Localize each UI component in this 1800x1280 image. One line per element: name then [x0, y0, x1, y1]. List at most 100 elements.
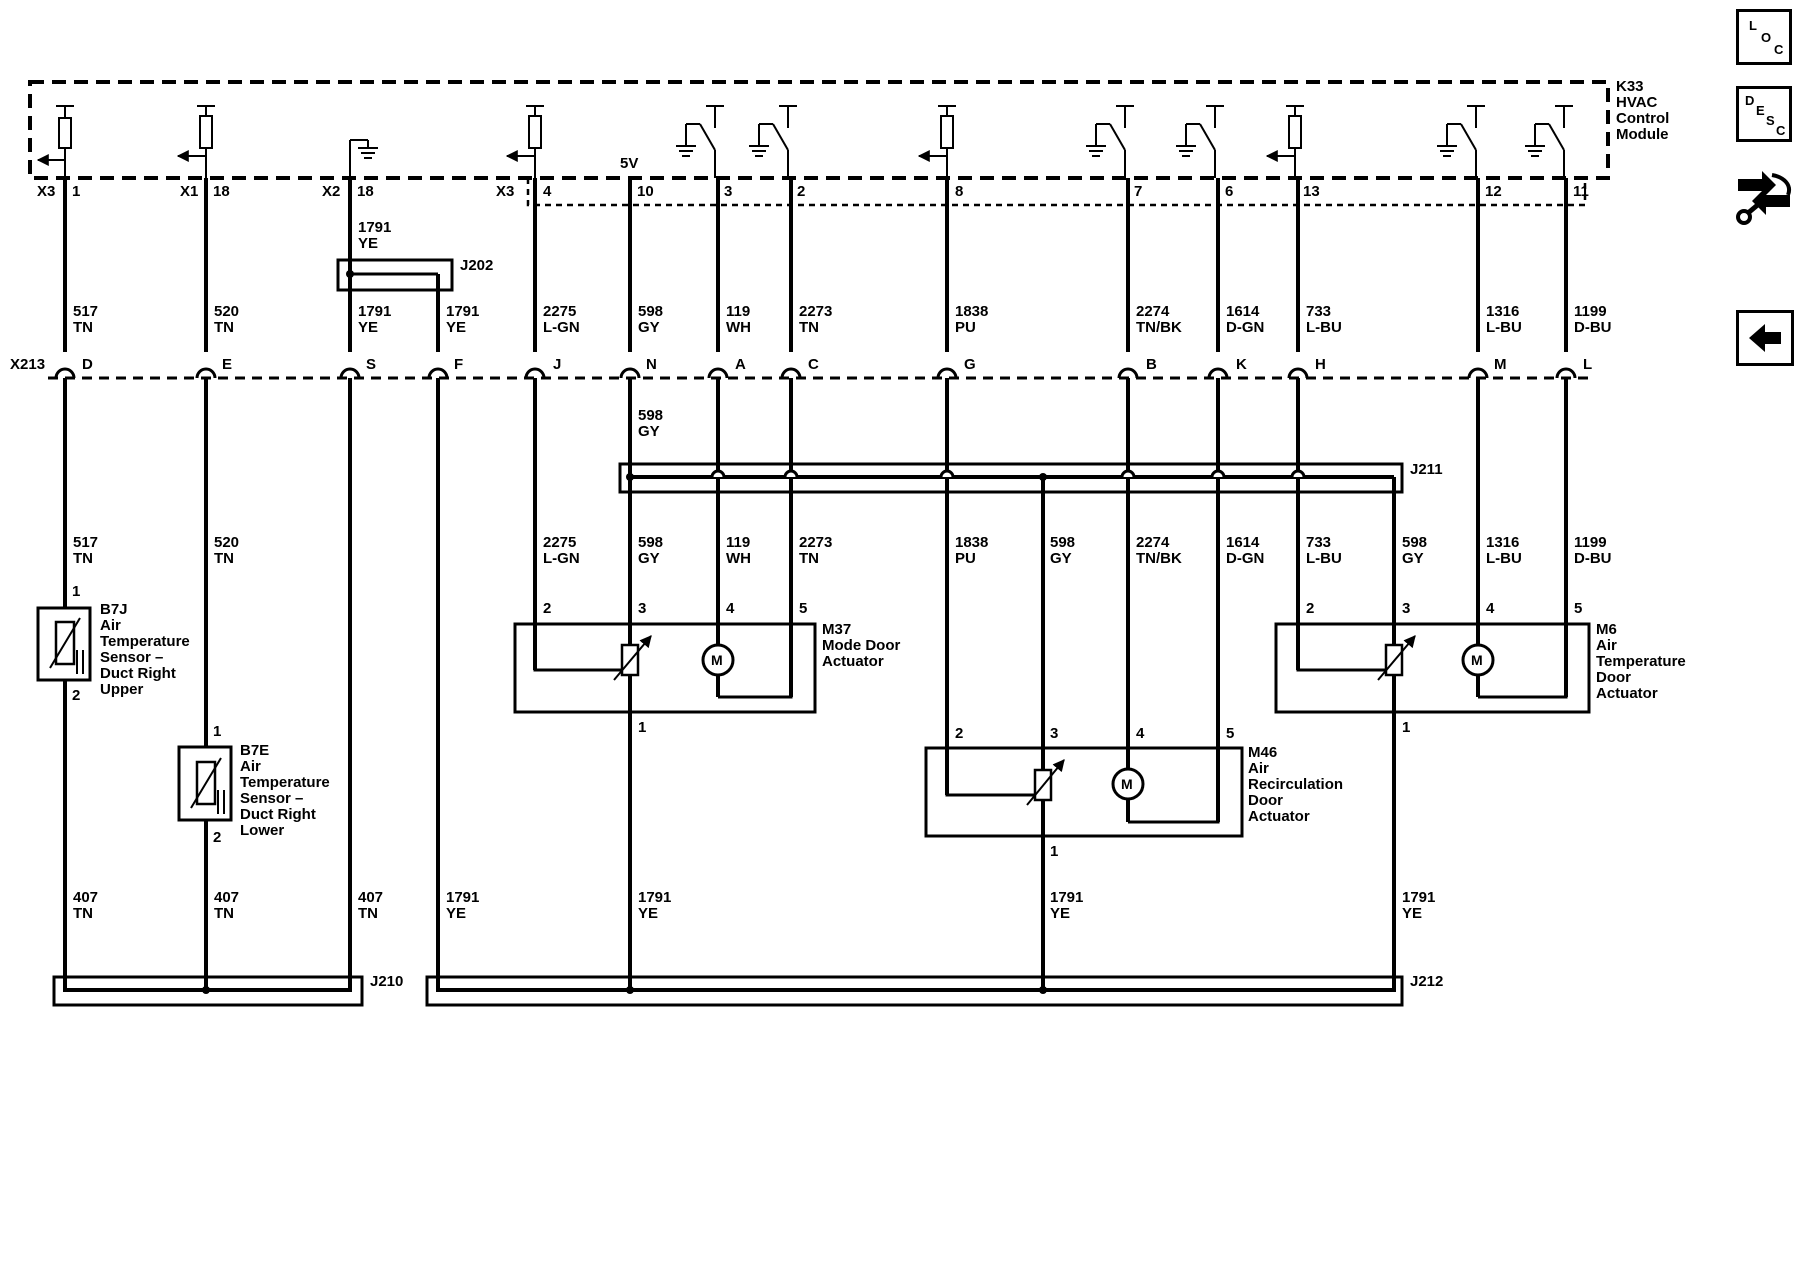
actuator-m37: M 2 3 4 5 1 M37 Mode Door Actuator [513, 600, 900, 736]
svg-text:119: 119 [726, 534, 750, 551]
svg-text:407: 407 [358, 889, 383, 906]
splice-j202: J202 [336, 257, 493, 292]
svg-text:598: 598 [638, 534, 663, 551]
wires [63, 178, 1568, 992]
svg-text:3: 3 [724, 183, 732, 200]
svg-text:733: 733 [1306, 534, 1331, 551]
actuator-m6: M 2 3 4 5 1 M6 Air Temperature Door Actu… [1274, 600, 1686, 736]
svg-text:Duct Right: Duct Right [240, 806, 316, 823]
svg-text:1199: 1199 [1574, 534, 1607, 551]
svg-text:1838: 1838 [955, 303, 988, 320]
svg-text:L-GN: L-GN [543, 550, 580, 567]
svg-text:Lower: Lower [240, 822, 284, 839]
svg-text:Actuator: Actuator [822, 653, 884, 670]
svg-text:1: 1 [213, 723, 221, 740]
svg-text:PU: PU [955, 319, 976, 336]
svg-text:GY: GY [638, 319, 660, 336]
svg-text:E: E [222, 356, 232, 373]
desc-letter-s: S [1766, 113, 1775, 128]
svg-text:L: L [1583, 356, 1592, 373]
svg-text:4: 4 [543, 183, 552, 200]
svg-text:Air: Air [240, 758, 261, 775]
svg-text:TN: TN [73, 319, 93, 336]
svg-text:K: K [1236, 356, 1247, 373]
svg-text:4: 4 [726, 600, 735, 617]
svg-text:C: C [808, 356, 819, 373]
svg-text:X3: X3 [496, 183, 514, 200]
svg-text:B7E: B7E [240, 742, 269, 759]
svg-text:1: 1 [72, 583, 80, 600]
svg-text:2273: 2273 [799, 303, 832, 320]
connector-swap-icon [1736, 171, 1791, 225]
svg-text:13: 13 [1303, 183, 1320, 200]
loc-letter-c: C [1774, 42, 1784, 57]
svg-text:YE: YE [1050, 905, 1070, 922]
location-button[interactable]: L O C [1736, 9, 1792, 65]
svg-text:D-BU: D-BU [1574, 550, 1612, 567]
svg-text:598: 598 [1402, 534, 1427, 551]
svg-text:3: 3 [638, 600, 646, 617]
svg-text:L-GN: L-GN [543, 319, 580, 336]
svg-text:YE: YE [638, 905, 658, 922]
svg-text:WH: WH [726, 550, 751, 567]
svg-text:598: 598 [1050, 534, 1075, 551]
svg-text:1: 1 [638, 719, 646, 736]
pullup-resistor-x3-1 [36, 105, 74, 178]
svg-text:WH: WH [726, 319, 751, 336]
svg-text:733: 733 [1306, 303, 1331, 320]
svg-text:1791: 1791 [1050, 889, 1083, 906]
svg-text:5: 5 [799, 600, 807, 617]
svg-text:TN: TN [358, 905, 378, 922]
svg-text:TN: TN [799, 550, 819, 567]
svg-text:1: 1 [1402, 719, 1410, 736]
description-button[interactable]: D E S C [1736, 86, 1792, 142]
voltage-5v-label: 5V [620, 155, 638, 172]
svg-text:Duct Right: Duct Right [100, 665, 176, 682]
svg-text:X2: X2 [322, 183, 340, 200]
svg-text:M: M [1494, 356, 1507, 373]
svg-text:18: 18 [213, 183, 230, 200]
svg-text:10: 10 [637, 183, 654, 200]
svg-text:M6: M6 [1596, 621, 1617, 638]
svg-text:GY: GY [638, 550, 660, 567]
svg-text:Module: Module [1616, 126, 1669, 143]
svg-text:TN/BK: TN/BK [1136, 319, 1182, 336]
svg-text:2: 2 [1306, 600, 1314, 617]
svg-text:2: 2 [72, 687, 80, 704]
svg-text:517: 517 [73, 534, 98, 551]
svg-text:M37: M37 [822, 621, 851, 638]
svg-text:PU: PU [955, 550, 976, 567]
pullup-resistor-x1-18 [176, 105, 215, 178]
svg-text:11: 11 [1573, 183, 1589, 200]
driver-switch-pin-3 [676, 105, 724, 178]
svg-text:2: 2 [213, 829, 221, 846]
svg-text:1791: 1791 [638, 889, 671, 906]
svg-text:J210: J210 [370, 973, 403, 990]
svg-text:1791: 1791 [358, 219, 391, 236]
x213-connector: X213 D E S F J N A C G B K H M L [10, 356, 1592, 380]
svg-text:HVAC: HVAC [1616, 94, 1658, 111]
svg-text:3: 3 [1050, 725, 1058, 742]
svg-text:Sensor –: Sensor – [240, 790, 303, 807]
back-button[interactable] [1736, 310, 1794, 366]
svg-text:5: 5 [1574, 600, 1582, 617]
svg-text:Air: Air [100, 617, 121, 634]
svg-text:YE: YE [1402, 905, 1422, 922]
loc-letter-o: O [1761, 30, 1772, 45]
svg-text:520: 520 [214, 303, 239, 320]
desc-letter-d: D [1745, 93, 1755, 108]
svg-text:YE: YE [358, 235, 378, 252]
svg-text:J211: J211 [1410, 461, 1443, 478]
svg-text:S: S [366, 356, 376, 373]
component-connector-tool-button[interactable] [1732, 165, 1796, 227]
svg-text:TN: TN [214, 550, 234, 567]
svg-text:X213: X213 [10, 356, 45, 373]
svg-text:6: 6 [1225, 183, 1233, 200]
svg-text:GY: GY [1402, 550, 1424, 567]
svg-text:4: 4 [1136, 725, 1145, 742]
desc-letter-c: C [1776, 123, 1786, 138]
svg-text:2274: 2274 [1136, 534, 1170, 551]
